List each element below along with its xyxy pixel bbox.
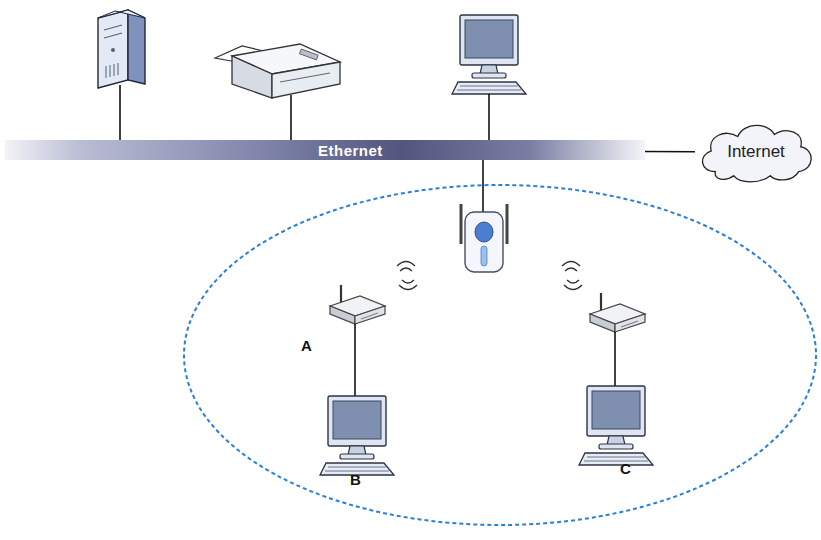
- desktop-computer: [320, 396, 394, 475]
- ethernet-bus: Ethernet: [5, 140, 645, 160]
- wireless-adapter: [590, 293, 645, 332]
- adapter-cable: [354, 324, 356, 397]
- server-tower: [98, 10, 145, 88]
- access-point: [461, 204, 507, 272]
- drop-cable: [488, 94, 490, 140]
- network-link: [645, 151, 695, 153]
- desktop-computer: [452, 15, 526, 94]
- desktop-computer: [579, 386, 653, 465]
- device-letter: A: [301, 337, 312, 354]
- wireless-waves: [397, 262, 582, 290]
- printer: [215, 44, 340, 98]
- internet-cloud: Internet: [695, 118, 817, 186]
- drop-cable: [290, 95, 292, 140]
- device-letter: C: [620, 460, 631, 477]
- wireless-adapter: [330, 285, 385, 324]
- device-letter: B: [350, 471, 361, 488]
- node-text: Internet: [727, 142, 785, 162]
- drop-cable: [119, 85, 121, 140]
- adapter-cable: [614, 332, 616, 387]
- wireless-coverage: [184, 185, 816, 525]
- node-text: Ethernet: [318, 142, 383, 159]
- drop-cable: [482, 160, 484, 212]
